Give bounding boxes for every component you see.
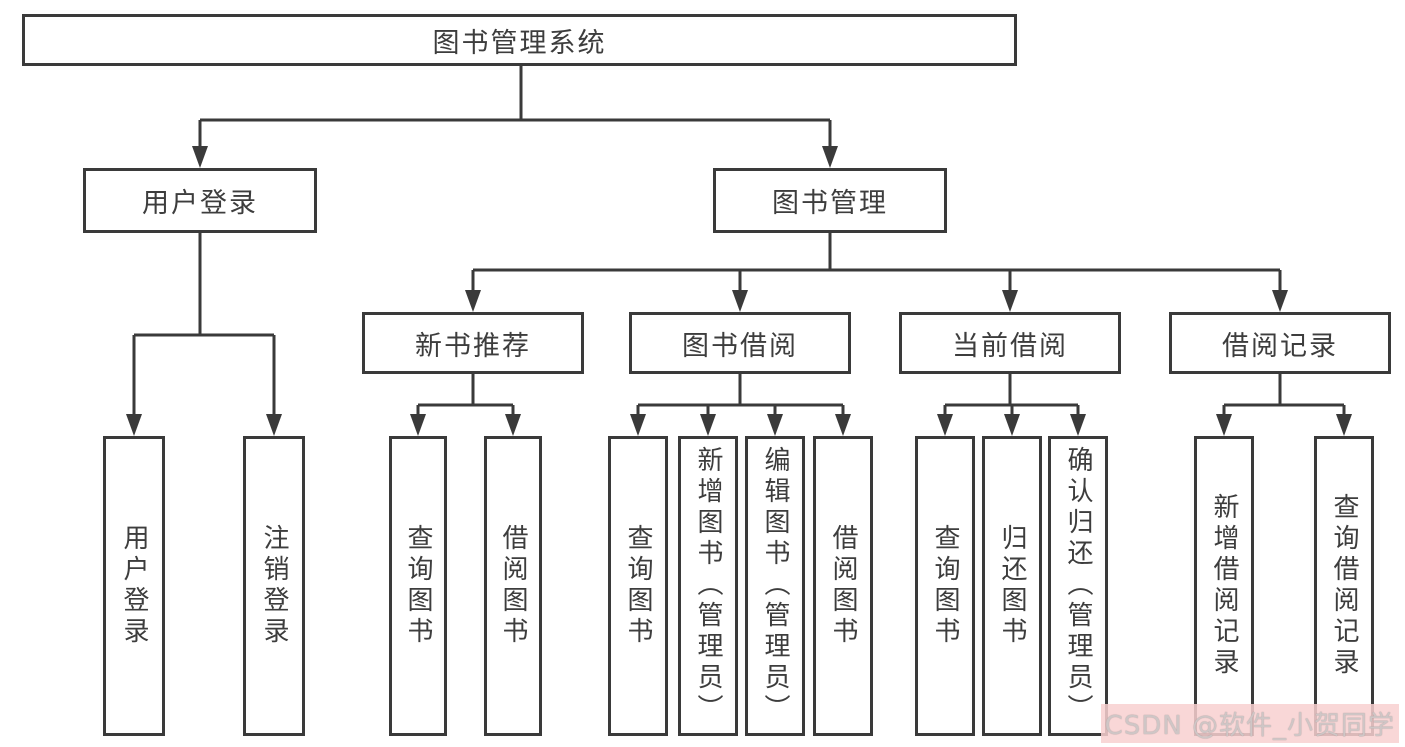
leaf-br-query-record-label: 查询借阅记录 (1329, 493, 1359, 679)
node-borrow-records-label: 借阅记录 (1222, 330, 1338, 362)
node-new-book-recommend: 新书推荐 (362, 312, 584, 374)
leaf-bb-edit-books: 编辑图书（管理员） (745, 436, 805, 736)
node-book-borrow-label: 图书借阅 (682, 330, 798, 362)
leaf-bb-query-books-label: 查询图书 (623, 524, 653, 648)
leaf-br-add-record-label: 新增借阅记录 (1209, 493, 1239, 679)
leaf-bb-query-books: 查询图书 (608, 436, 668, 736)
leaf-nb-query-books: 查询图书 (389, 436, 447, 736)
csdn-watermark: CSDN @软件_小贺同学 (1100, 704, 1399, 743)
leaf-user-login-label: 用户登录 (119, 524, 149, 648)
node-root: 图书管理系统 (22, 14, 1017, 66)
leaf-cb-query-books-label: 查询图书 (930, 524, 960, 648)
leaf-logout-label: 注销登录 (259, 524, 289, 648)
leaf-user-login: 用户登录 (103, 436, 165, 736)
node-current-borrow: 当前借阅 (899, 312, 1121, 374)
leaf-nb-borrow-books: 借阅图书 (484, 436, 542, 736)
leaf-bb-add-books-label: 新增图书（管理员） (693, 446, 723, 725)
node-user-login: 用户登录 (83, 168, 317, 233)
leaf-bb-borrow-books-label: 借阅图书 (828, 524, 858, 648)
leaf-nb-query-books-label: 查询图书 (403, 524, 433, 648)
leaf-bb-borrow-books: 借阅图书 (813, 436, 873, 736)
node-book-borrow: 图书借阅 (629, 312, 851, 374)
leaf-br-add-record: 新增借阅记录 (1194, 436, 1254, 736)
node-book-management: 图书管理 (713, 168, 947, 233)
node-borrow-records: 借阅记录 (1169, 312, 1391, 374)
leaf-cb-return-books-label: 归还图书 (997, 524, 1027, 648)
leaf-cb-confirm-return: 确认归还（管理员） (1048, 436, 1108, 736)
leaf-cb-query-books: 查询图书 (915, 436, 975, 736)
node-user-login-label: 用户登录 (142, 188, 258, 219)
arrowheads (126, 146, 1352, 436)
leaf-bb-add-books: 新增图书（管理员） (678, 436, 738, 736)
node-book-management-label: 图书管理 (772, 188, 888, 219)
leaf-nb-borrow-books-label: 借阅图书 (498, 524, 528, 648)
leaf-logout: 注销登录 (243, 436, 305, 736)
leaf-br-query-record: 查询借阅记录 (1314, 436, 1374, 736)
leaf-bb-edit-books-label: 编辑图书（管理员） (760, 446, 790, 725)
node-new-book-recommend-label: 新书推荐 (415, 330, 531, 362)
node-current-borrow-label: 当前借阅 (952, 330, 1068, 362)
leaf-cb-return-books: 归还图书 (982, 436, 1042, 736)
node-root-label: 图书管理系统 (432, 27, 607, 59)
leaf-cb-confirm-return-label: 确认归还（管理员） (1063, 446, 1093, 725)
